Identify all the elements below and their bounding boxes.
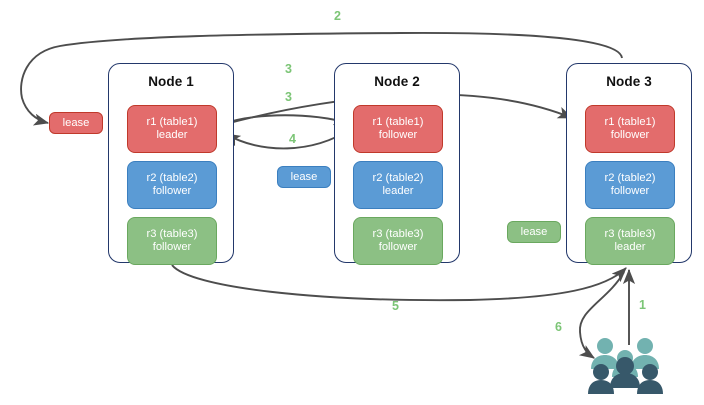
arrow-6 [578, 271, 625, 359]
lease-red-box[interactable]: lease [49, 112, 103, 134]
lease-green-box[interactable]: lease [507, 221, 561, 243]
lease-label: lease [290, 171, 318, 183]
replica-line1: r2 (table2) [372, 171, 424, 184]
step-3b-label: 3 [285, 90, 292, 104]
node-1-title: Node 1 [148, 74, 194, 89]
step-1-label: 1 [639, 298, 646, 312]
step-5-label: 5 [392, 299, 399, 313]
replica-line1: r2 (table2) [604, 171, 656, 184]
replica-line1: r1 (table1) [372, 115, 424, 128]
arrow-5 [171, 264, 627, 302]
arrow-4 [225, 128, 351, 150]
step-4-label: 4 [289, 132, 296, 146]
replica-line2: leader [156, 129, 188, 141]
replica-line1: r3 (table3) [372, 227, 424, 240]
replica-line2: leader [614, 241, 646, 253]
node-3-replica-r1[interactable]: r1 (table1) follower [585, 105, 675, 153]
arrow-2 [20, 31, 623, 126]
lease-label: lease [62, 117, 90, 129]
node-3-replica-r2[interactable]: r2 (table2) follower [585, 161, 675, 209]
replica-line2: follower [610, 185, 650, 197]
lease-label: lease [520, 226, 548, 238]
replica-line2: follower [152, 185, 192, 197]
replica-line1: r1 (table1) [146, 115, 198, 128]
step-3a-label: 3 [285, 62, 292, 76]
node-3-title: Node 3 [606, 74, 652, 89]
node-1-replica-r3[interactable]: r3 (table3) follower [127, 217, 217, 265]
replica-line2: follower [152, 241, 192, 253]
replica-line1: r3 (table3) [146, 227, 198, 240]
node-2-replica-r3[interactable]: r3 (table3) follower [353, 217, 443, 265]
replica-line1: r3 (table3) [604, 227, 656, 240]
node-1-box[interactable]: Node 1 r1 (table1) leader r2 (table2) fo… [108, 63, 234, 265]
lease-blue-box[interactable]: lease [277, 166, 331, 188]
users-group-icon [588, 338, 663, 394]
step-6-label: 6 [555, 320, 562, 334]
step-2-label: 2 [334, 9, 341, 23]
replica-line2: follower [610, 129, 650, 141]
replica-line1: r1 (table1) [604, 115, 656, 128]
replica-line2: leader [382, 185, 414, 197]
node-1-replica-r1[interactable]: r1 (table1) leader [127, 105, 217, 153]
node-2-replica-r1[interactable]: r1 (table1) follower [353, 105, 443, 153]
replica-line1: r2 (table2) [146, 171, 198, 184]
replica-line2: follower [378, 241, 418, 253]
node-3-box[interactable]: Node 3 r1 (table1) follower r2 (table2) … [566, 63, 692, 265]
node-3-replica-r3[interactable]: r3 (table3) leader [585, 217, 675, 265]
replica-line2: follower [378, 129, 418, 141]
node-2-title: Node 2 [374, 74, 420, 89]
node-2-replica-r2[interactable]: r2 (table2) leader [353, 161, 443, 209]
node-2-box[interactable]: Node 2 r1 (table1) follower r2 (table2) … [334, 63, 460, 265]
node-1-replica-r2[interactable]: r2 (table2) follower [127, 161, 217, 209]
arrow-3-lower [221, 113, 350, 126]
